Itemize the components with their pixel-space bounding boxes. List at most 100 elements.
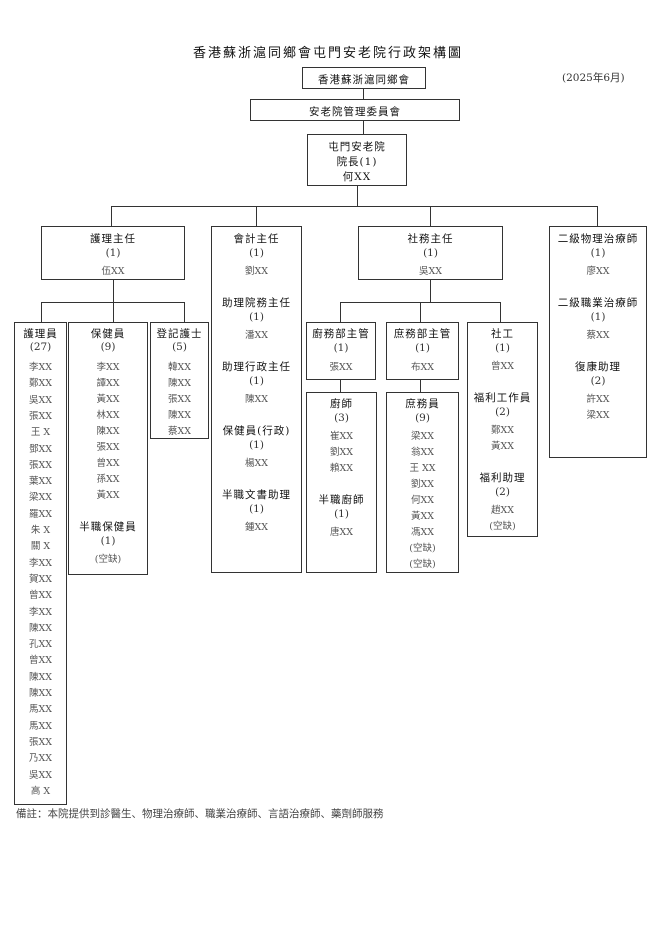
staff-name: 關 X [30,541,51,553]
staff-name: 崔XX [329,431,354,442]
rehab-assistant-title: 復康助理 [575,361,621,373]
health-admin-title: 保健員(行政) [222,425,291,437]
social-worker-title: 社工 [491,328,514,340]
staff-name: 王 X [30,427,51,439]
date-label: (2025年6月) [562,72,625,84]
physio-title: 二級物理治療師 [557,233,639,245]
health-admin-count: (1) [249,439,264,451]
staff-name: 李XX [28,362,53,373]
staff-name: 李XX [28,557,53,569]
kitchen-supervisor-count: (1) [333,342,349,354]
staff-name: 陳XX [96,426,120,437]
staff-name: 馬XX [28,720,53,732]
staff-name: 朱 X [30,525,51,536]
care-workers-count: (27) [29,341,52,353]
staff-name: 梁XX [410,431,435,442]
asst-admin-title: 助理行政主任 [222,361,291,373]
staff-name: 鄧XX [28,443,53,455]
staff-name: 馬XX [28,704,53,716]
nursing-supervisor-count: (1) [105,247,121,259]
staff-name: 張XX [167,394,192,405]
occupational-therapist-title: 二級職業治療師 [557,297,639,309]
pt-cook-title: 半職廚師 [318,494,365,506]
staff-name: 曾XX [28,655,53,667]
asst-ops-name: 潘XX [244,330,269,341]
cooks-title: 廚師 [330,398,353,410]
footnote: 備註：本院提供到診醫生、物理治療師、職業治療師、言語治療師、藥劑師服務 [16,808,384,820]
staff-name: 梁XX [28,492,53,504]
staff-name: 陳XX [28,622,53,634]
occupational-therapist-count: (1) [590,311,606,323]
rehab-assistant-name: 梁XX [586,410,610,421]
social-worker-count: (1) [495,342,510,354]
staff-name: 何XX [410,495,435,506]
health-workers-count: (9) [100,341,116,353]
staff-name: 陳XX [167,410,192,421]
staff-name: 陳XX [167,378,192,389]
home-director-box: 屯門安老院 院長(1) 何XX [307,134,407,186]
staff-name: 王 XX [409,463,436,474]
general-staff-title: 庶務員 [405,398,440,410]
staff-name: 劉XX [329,447,354,458]
kitchen-supervisor-title: 廚務部主管 [312,328,370,340]
pt-health-worker-count: (1) [100,535,116,547]
staff-name: 陳XX [28,688,53,699]
general-affairs-supervisor-title: 庶務部主管 [393,328,452,340]
pt-cook-name: 唐XX [329,527,354,538]
staff-name: (空缺) [409,543,436,554]
social-supervisor-count: (1) [423,247,438,259]
staff-name: 蔡XX [167,426,192,437]
care-workers-title: 護理員 [23,328,58,340]
physio-name: 廖XX [586,266,610,277]
staff-name: 吳XX [28,769,53,781]
top-organization-label: 香港蘇浙滬同鄉會 [318,74,410,86]
staff-name: 賴XX [329,463,354,474]
welfare-worker-name: 黃XX [490,441,515,452]
pt-clerk-title: 半職文書助理 [222,489,291,501]
welfare-assistant-name: 趙XX [490,505,515,516]
general-affairs-supervisor-name: 布XX [410,362,435,373]
physio-count: (1) [590,247,606,259]
staff-name: 譚XX [96,378,120,389]
pt-health-worker-title: 半職保健員 [79,521,137,533]
staff-name: 孔XX [28,639,53,651]
health-admin-name: 楊XX [244,458,269,469]
staff-name: 曾XX [96,458,120,469]
pt-health-worker-vacancy: (空缺) [94,554,122,565]
staff-name: 高 X [30,785,51,797]
staff-name: 劉XX [410,479,435,490]
staff-name: 葉XX [28,476,53,488]
asst-admin-name: 陳XX [244,394,269,405]
asst-ops-count: (1) [249,311,264,323]
staff-name: 羅XX [28,508,53,520]
pt-clerk-name: 鍾XX [244,522,269,533]
staff-name: 張XX [28,736,53,748]
general-staff-count: (9) [415,412,430,424]
pt-clerk-count: (1) [249,503,264,515]
staff-name: 孫XX [96,474,120,485]
staff-name: 吳XX [28,394,53,406]
general-affairs-supervisor-box: 庶務部主管 (1) 布XX [386,322,459,380]
home-name: 屯門安老院 [328,141,386,153]
social-supervisor-box: 社務主任 (1) 吳XX [358,226,503,280]
staff-name: 賀XX [28,573,53,585]
staff-name: 張XX [28,410,53,422]
social-worker-column-box: 社工 (1) 曾XX 福利工作員 (2) 鄭XX 黃XX 福利助理 (2) 趙X… [467,322,538,537]
asst-admin-count: (1) [249,375,264,387]
kitchen-supervisor-name: 張XX [329,362,353,373]
nursing-supervisor-name: 伍XX [101,266,125,277]
welfare-assistant-count: (2) [495,486,510,498]
management-committee-box: 安老院管理委員會 [250,99,460,121]
rehab-assistant-count: (2) [590,375,606,387]
enrolled-nurses-title: 登記護士 [156,328,203,340]
welfare-assistant-vacancy: (空缺) [489,521,516,532]
staff-name: (空缺) [409,559,436,570]
staff-name: 黃XX [410,511,435,522]
welfare-worker-name: 鄭XX [490,425,515,436]
director-title: 院長(1) [336,156,378,168]
accounting-title: 會計主任 [233,233,280,245]
accounting-column-box: 會計主任 (1) 劉XX 助理院務主任 (1) 潘XX 助理行政主任 (1) 陳… [211,226,302,573]
